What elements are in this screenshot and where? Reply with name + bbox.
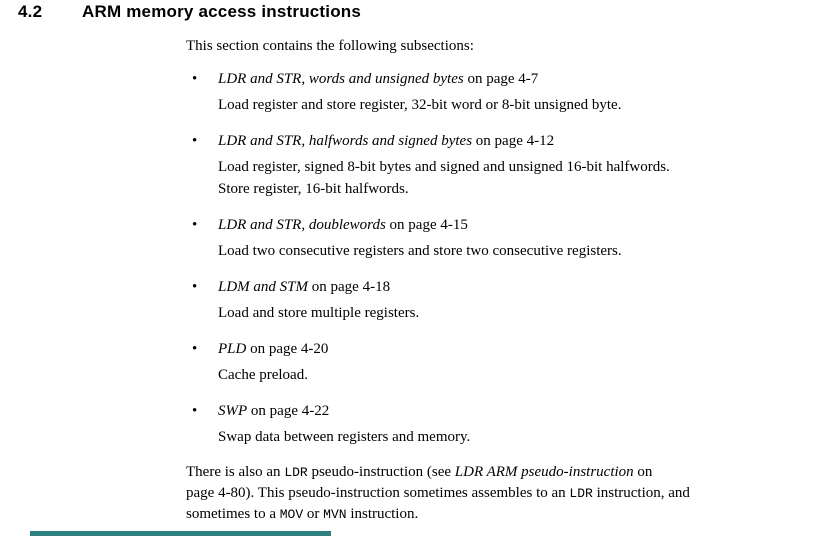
subsection-item: • LDR and STR, halfwords and signed byte… [186, 130, 786, 200]
subsection-title-line: PLD on page 4-20 [218, 338, 786, 360]
subsection-link[interactable]: LDR and STR, halfwords and signed bytes [218, 133, 473, 149]
subsection-description: Store register, 16-bit halfwords. [218, 181, 409, 197]
bullet-icon: • [192, 279, 198, 295]
closing-paragraph: There is also an LDR pseudo-instruction … [186, 462, 786, 525]
page-title: ARM memory access instructions [82, 2, 362, 21]
text-run: instruction. [346, 506, 419, 522]
subsection-item: • PLD on page 4-20 Cache preload. [186, 338, 786, 386]
subsection-link[interactable]: PLD [218, 341, 247, 357]
page-reference: on page 4-18 [311, 279, 391, 295]
bullet-icon: • [192, 71, 198, 87]
cross-reference-link[interactable]: LDR ARM pseudo-instruction [454, 464, 634, 480]
subsection-title-line: LDR and STR, doublewords on page 4-15 [218, 214, 786, 236]
section-number: 4.2 [18, 2, 43, 21]
closing-line: sometimes to a MOV or MVN instruction. [186, 504, 786, 525]
intro-text: This section contains the following subs… [186, 38, 474, 54]
bullet-icon: • [192, 133, 198, 149]
text-run: There is also an [186, 464, 285, 480]
subsection-title-line: LDR and STR, halfwords and signed bytes … [218, 130, 786, 152]
body-content: This section contains the following subs… [186, 35, 786, 525]
closing-line: There is also an LDR pseudo-instruction … [186, 462, 786, 483]
text-run: sometimes to a [186, 506, 280, 522]
text-run: instruction, and [592, 485, 690, 501]
subsection-description: Load register, signed 8-bit bytes and si… [218, 159, 670, 175]
subsection-description: Load two consecutive registers and store… [218, 243, 622, 259]
page-reference: on page 4-15 [389, 217, 468, 233]
section-heading: 4.2 ARM memory access instructions [18, 2, 361, 22]
subsection-description: Load register and store register, 32-bit… [218, 97, 622, 113]
closing-line: page 4-80). This pseudo-instruction some… [186, 483, 786, 504]
inline-code: MVN [323, 507, 347, 522]
text-run: page 4-80). This pseudo-instruction some… [186, 485, 570, 501]
subsection-item: • LDR and STR, words and unsigned bytes … [186, 68, 786, 116]
subsection-description: Load and store multiple registers. [218, 305, 420, 321]
bullet-icon: • [192, 341, 198, 357]
text-run: on [633, 464, 653, 480]
text-run: or [303, 506, 324, 522]
subsection-link[interactable]: LDR and STR, words and unsigned bytes [218, 71, 464, 87]
subsection-title-line: SWP on page 4-22 [218, 400, 786, 422]
bullet-icon: • [192, 403, 198, 419]
subsection-item: • SWP on page 4-22 Swap data between reg… [186, 400, 786, 448]
footer-rule [30, 531, 331, 536]
subsection-link[interactable]: SWP [218, 403, 248, 419]
subsection-item: • LDM and STM on page 4-18 Load and stor… [186, 276, 786, 324]
subsection-description: Cache preload. [218, 367, 308, 383]
page-reference: on page 4-20 [250, 341, 329, 357]
subsection-item: • LDR and STR, doublewords on page 4-15 … [186, 214, 786, 262]
page-reference: on page 4-22 [250, 403, 330, 419]
subsection-title-line: LDR and STR, words and unsigned bytes on… [218, 68, 786, 90]
inline-code: LDR [284, 465, 308, 480]
subsection-link[interactable]: LDM and STM [218, 279, 309, 295]
inline-code: MOV [279, 507, 304, 522]
page-reference: on page 4-12 [475, 133, 555, 149]
page-reference: on page 4-7 [467, 71, 539, 87]
text-run: pseudo-instruction (see [307, 464, 455, 480]
bullet-icon: • [192, 217, 198, 233]
subsection-title-line: LDM and STM on page 4-18 [218, 276, 786, 298]
inline-code: LDR [569, 486, 593, 501]
subsection-link[interactable]: LDR and STR, doublewords [218, 217, 386, 233]
subsection-description: Swap data between registers and memory. [218, 429, 471, 445]
